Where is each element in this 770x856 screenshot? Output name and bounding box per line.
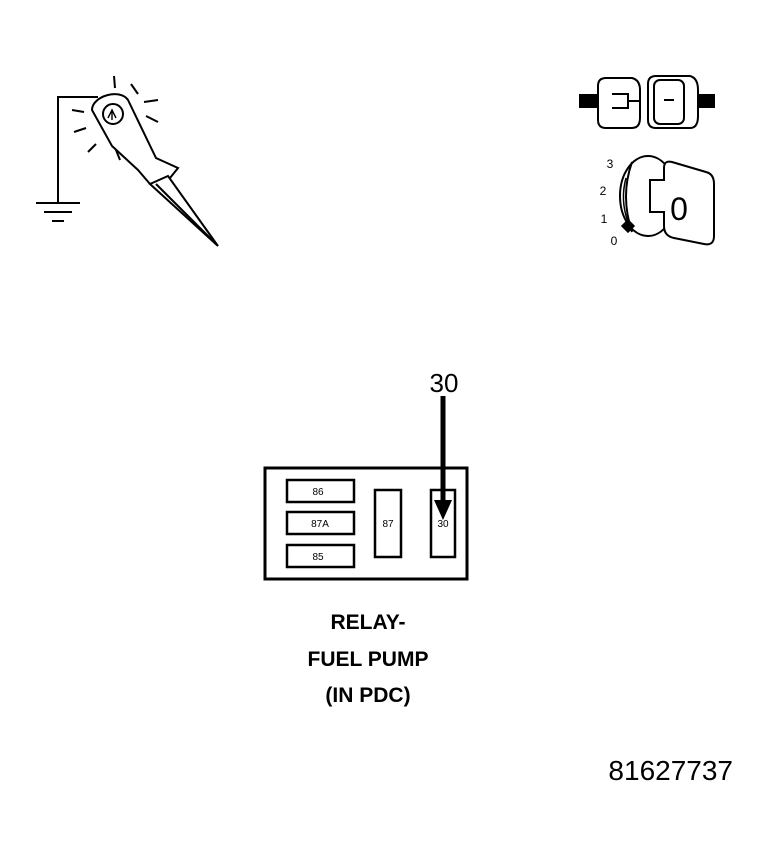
ground-symbol-icon bbox=[36, 202, 80, 222]
relay-caption-line-1: RELAY- bbox=[330, 611, 405, 634]
pin-30-callout-arrow bbox=[434, 396, 452, 520]
key-position-label: 0 bbox=[670, 191, 688, 227]
relay-pin-86: 86 bbox=[285, 478, 356, 504]
pin-87-label: 87 bbox=[382, 519, 394, 530]
relay-caption-line-3: (IN PDC) bbox=[325, 684, 410, 707]
pin-86-label: 86 bbox=[312, 487, 324, 498]
pin-30-callout-label: 30 bbox=[430, 368, 459, 398]
disconnected-connector-icon bbox=[579, 75, 715, 129]
ignition-key-icon bbox=[619, 155, 715, 246]
relay-caption-line-2: FUEL PUMP bbox=[308, 648, 429, 671]
ignition-position-3: 3 bbox=[607, 157, 614, 171]
ignition-position-1: 1 bbox=[601, 212, 608, 226]
relay-pin-85: 85 bbox=[285, 543, 356, 569]
pin-87a-label: 87A bbox=[311, 519, 329, 530]
figure-number: 81627737 bbox=[608, 755, 733, 786]
pin-30-label: 30 bbox=[437, 519, 449, 530]
pin-85-label: 85 bbox=[312, 552, 324, 563]
ignition-position-2: 2 bbox=[600, 184, 607, 198]
relay-pin-87: 87 bbox=[373, 488, 403, 559]
test-light-probe-icon bbox=[57, 75, 219, 247]
ignition-position-0: 0 bbox=[611, 234, 618, 248]
relay-pin-87a: 87A bbox=[285, 510, 356, 536]
